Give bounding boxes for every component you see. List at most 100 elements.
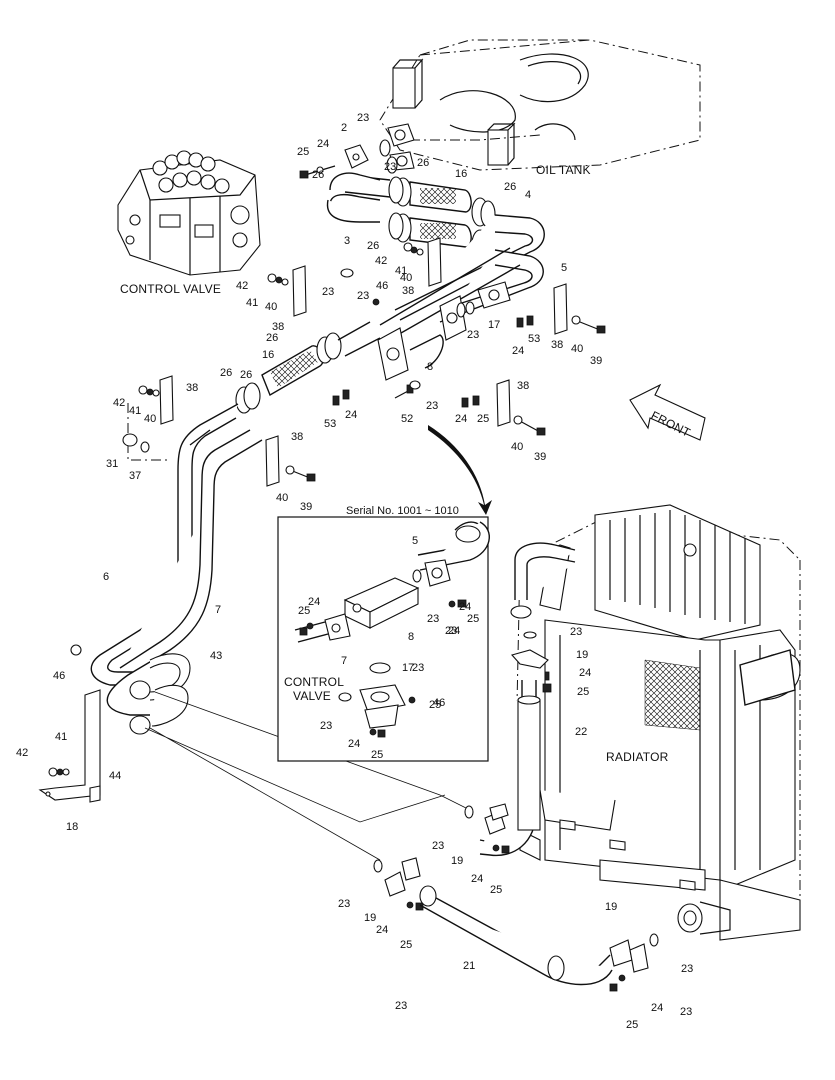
callout-24: 24 — [345, 409, 357, 421]
callout-38: 38 — [551, 339, 563, 351]
callout-8: 8 — [427, 361, 433, 373]
callout-24: 24 — [651, 1002, 663, 1014]
callout-41: 41 — [246, 297, 258, 309]
radiator-label: RADIATOR — [606, 750, 669, 764]
callout-39: 39 — [534, 451, 546, 463]
inset-control-label-1: CONTROL — [284, 675, 344, 689]
callout-24: 24 — [512, 345, 524, 357]
callout-26: 26 — [417, 157, 429, 169]
callout-25: 25 — [298, 605, 310, 617]
callout-25: 25 — [297, 146, 309, 158]
callout-17: 17 — [488, 319, 500, 331]
callout-25: 25 — [490, 884, 502, 896]
callout-23: 23 — [320, 720, 332, 732]
callout-24: 24 — [471, 873, 483, 885]
callout-5: 5 — [561, 262, 567, 274]
lower-fittings — [373, 803, 659, 992]
callout-23: 23 — [357, 112, 369, 124]
radiator: RADIATOR — [514, 504, 801, 941]
callout-53: 53 — [324, 418, 336, 430]
callout-31: 31 — [106, 458, 118, 470]
callout-42: 42 — [16, 747, 28, 759]
callout-25: 25 — [626, 1019, 638, 1031]
callout-16: 16 — [262, 349, 274, 361]
control-valve: CONTROL VALVE — [117, 150, 261, 296]
callout-24: 24 — [455, 413, 467, 425]
callout-4: 4 — [525, 189, 531, 201]
leader-lines — [144, 691, 471, 861]
callout-23: 23 — [432, 840, 444, 852]
callout-3: 3 — [344, 235, 350, 247]
callout-25: 25 — [371, 749, 383, 761]
callout-18: 18 — [66, 821, 78, 833]
callout-26: 26 — [504, 181, 516, 193]
callout-23: 23 — [322, 286, 334, 298]
control-valve-label: CONTROL VALVE — [120, 282, 221, 296]
bracket-18 — [38, 644, 191, 803]
detail-arrow — [428, 425, 492, 515]
callout-38: 38 — [186, 382, 198, 394]
callout-43: 43 — [210, 650, 222, 662]
valve-spools — [152, 150, 230, 194]
callout-42: 42 — [375, 255, 387, 267]
callout-23: 23 — [395, 1000, 407, 1012]
callout-19: 19 — [364, 912, 376, 924]
callout-40: 40 — [511, 441, 523, 453]
callout-17: 17 — [402, 662, 414, 674]
callout-23: 23 — [427, 613, 439, 625]
callout-7: 7 — [215, 604, 221, 616]
callout-23: 23 — [384, 161, 396, 173]
callout-44: 44 — [109, 770, 121, 782]
callout-41: 41 — [395, 265, 407, 277]
callout-5: 5 — [412, 535, 418, 547]
inset-title: Serial No. 1001 ~ 1010 — [346, 505, 459, 517]
callout-25: 25 — [467, 613, 479, 625]
callout-53: 53 — [528, 333, 540, 345]
callout-26: 26 — [266, 332, 278, 344]
callout-42: 42 — [113, 397, 125, 409]
callout-46: 46 — [53, 670, 65, 682]
callout-22: 22 — [575, 726, 587, 738]
oil-tank-label: OIL TANK — [536, 163, 591, 177]
callout-23: 23 — [445, 625, 457, 637]
callout-24: 24 — [308, 596, 320, 608]
callout-19: 19 — [451, 855, 463, 867]
callout-25: 25 — [400, 939, 412, 951]
callout-26: 26 — [312, 169, 324, 181]
callout-41: 41 — [55, 731, 67, 743]
hose-21 — [419, 885, 613, 986]
callout-19: 19 — [605, 901, 617, 913]
callout-38: 38 — [291, 431, 303, 443]
callout-7: 7 — [341, 655, 347, 667]
callout-38: 38 — [517, 380, 529, 392]
callout-42: 42 — [236, 280, 248, 292]
callout-52: 52 — [401, 413, 413, 425]
callout-40: 40 — [144, 413, 156, 425]
callout-23: 23 — [357, 290, 369, 302]
callout-8: 8 — [408, 631, 414, 643]
callout-40: 40 — [276, 492, 288, 504]
callout-23: 23 — [412, 662, 424, 674]
callout-24: 24 — [348, 738, 360, 750]
callout-24: 24 — [376, 924, 388, 936]
callout-26: 26 — [367, 240, 379, 252]
oil-tank: OIL TANK — [379, 39, 701, 177]
front-arrow: FRONT — [629, 383, 706, 441]
inset-control-label-2: VALVE — [293, 689, 331, 703]
callout-38: 38 — [272, 321, 284, 333]
callout-40: 40 — [265, 301, 277, 313]
lower-hose — [235, 321, 381, 414]
callout-24: 24 — [579, 667, 591, 679]
callout-25: 25 — [429, 699, 441, 711]
callout-38: 38 — [402, 285, 414, 297]
pipe-8-assembly — [340, 268, 511, 381]
callout-23: 23 — [426, 400, 438, 412]
callout-26: 26 — [220, 367, 232, 379]
callout-26: 26 — [240, 369, 252, 381]
callout-21: 21 — [463, 960, 475, 972]
callout-25: 25 — [577, 686, 589, 698]
callout-24: 24 — [459, 601, 471, 613]
callout-25: 25 — [477, 413, 489, 425]
